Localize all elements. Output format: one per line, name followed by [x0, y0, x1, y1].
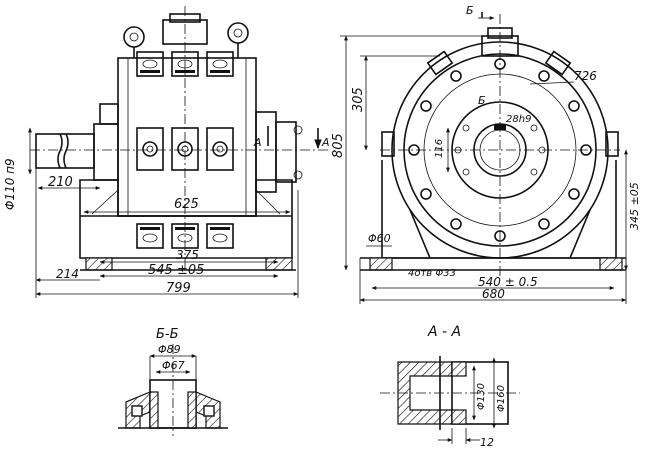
dim-210: 210 [48, 175, 73, 190]
bearing-row-bottom [136, 223, 234, 249]
section-bb-title: Б-Б [156, 327, 179, 342]
dim-214: 214 [56, 267, 79, 281]
side-view: Б Б 805 305 726 28h9 116 Φ60 345 ±05 4от… [331, 4, 641, 304]
dim-540: 540 ± 0.5 [478, 275, 538, 289]
section-mark-a-left: А [253, 136, 262, 149]
dim-799: 799 [166, 281, 191, 296]
dim-shaft-diameter: Φ110 п9 [3, 158, 17, 210]
dim-305: 305 [351, 87, 366, 112]
dim-345: 345 ±05 [628, 182, 641, 230]
section-mark-b-top: Б [466, 4, 474, 17]
dim-holes: 4отв Φ33 [408, 268, 456, 279]
bolt-circle [408, 58, 592, 242]
input-shaft [35, 103, 119, 181]
dim-375: 375 [176, 248, 199, 262]
section-mark-a-right: А [321, 136, 330, 149]
dim-625: 625 [174, 197, 199, 212]
section-bb: Б-Б Φ89 Φ67 [118, 327, 228, 436]
output-shaft [255, 111, 303, 193]
lifting-eye-left [123, 26, 145, 58]
dim-726: 726 [574, 69, 597, 83]
front-view: Φ110 п9 210 625 375 214 545 ±05 799 А А [3, 6, 330, 298]
section-mark-b-mid: Б [478, 94, 486, 107]
bearing-row-top [136, 51, 234, 77]
section-aa: А - А Φ130 Φ160 12 [380, 324, 520, 449]
dim-805: 805 [331, 133, 346, 158]
dim-116: 116 [434, 139, 445, 158]
dim-phi130: Φ130 [476, 383, 487, 410]
dim-545: 545 ±05 [148, 263, 204, 278]
dim-12: 12 [480, 436, 494, 449]
dim-phi89: Φ89 [158, 343, 181, 356]
section-aa-title: А - А [427, 324, 461, 340]
dim-680: 680 [482, 287, 505, 301]
dim-phi160: Φ160 [496, 385, 507, 412]
lifting-eye-right [227, 22, 249, 58]
dim-28h9: 28h9 [506, 114, 531, 125]
dim-phi60: Φ60 [368, 232, 391, 245]
